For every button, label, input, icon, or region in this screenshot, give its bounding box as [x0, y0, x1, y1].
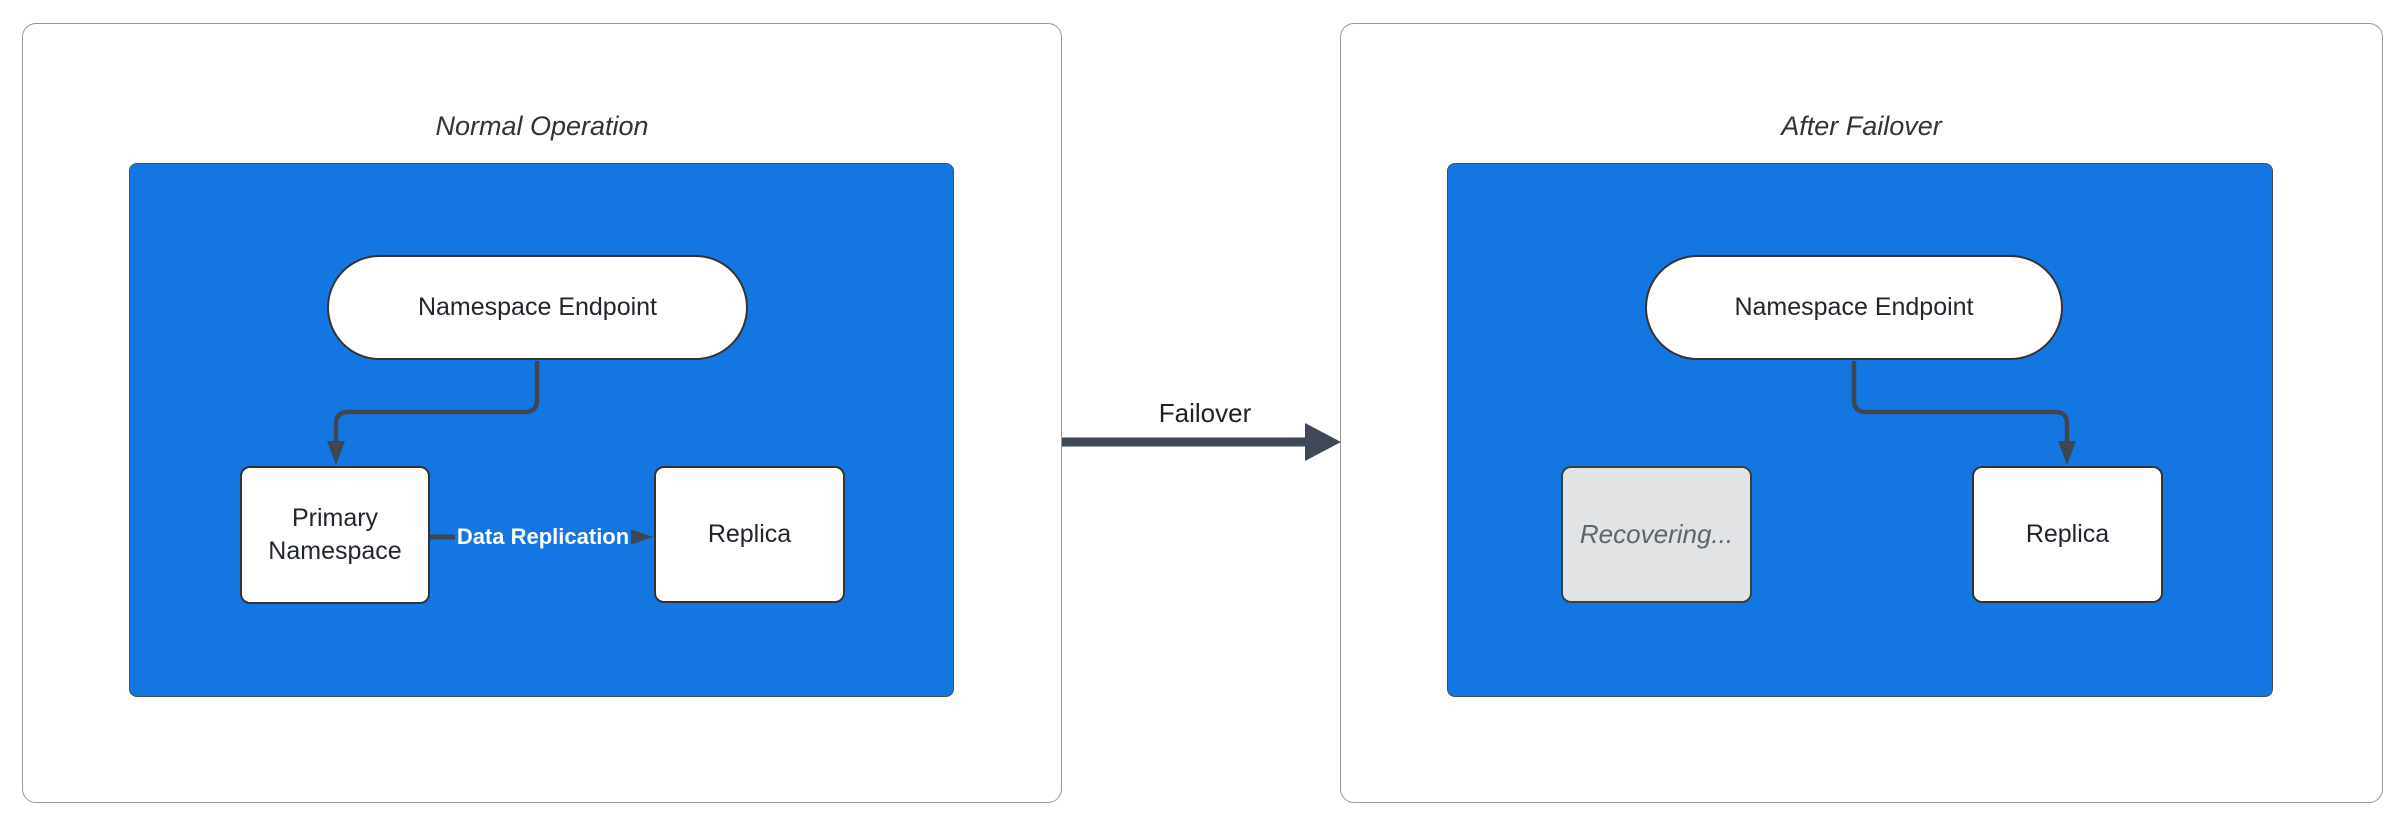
edge-label-data-replication: Data Replication	[455, 522, 631, 552]
node-namespace-endpoint-normal: Namespace Endpoint	[327, 255, 748, 360]
node-replica-failover: Replica	[1972, 466, 2163, 603]
node-primary-namespace: Primary Namespace	[240, 466, 430, 604]
failover-label: Failover	[1158, 398, 1252, 428]
cluster-after-failover	[1447, 163, 2273, 697]
node-namespace-endpoint-normal-label: Namespace Endpoint	[417, 293, 658, 321]
node-namespace-endpoint-failover-label: Namespace Endpoint	[1734, 293, 1974, 321]
node-replica-failover-label: Replica	[2025, 520, 2110, 548]
node-primary-namespace-label: Primary Namespace	[268, 504, 402, 565]
failover-arrow-head	[1305, 423, 1341, 461]
node-replica-normal: Replica	[654, 466, 845, 603]
node-namespace-endpoint-failover: Namespace Endpoint	[1645, 255, 2063, 360]
cluster-normal-operation	[129, 163, 954, 697]
node-recovering: Recovering...	[1561, 466, 1752, 603]
node-recovering-label: Recovering...	[1579, 519, 1734, 549]
node-replica-normal-label: Replica	[707, 520, 792, 548]
title-normal-operation: Normal Operation	[435, 111, 649, 141]
title-after-failover: After Failover	[1781, 111, 1942, 141]
